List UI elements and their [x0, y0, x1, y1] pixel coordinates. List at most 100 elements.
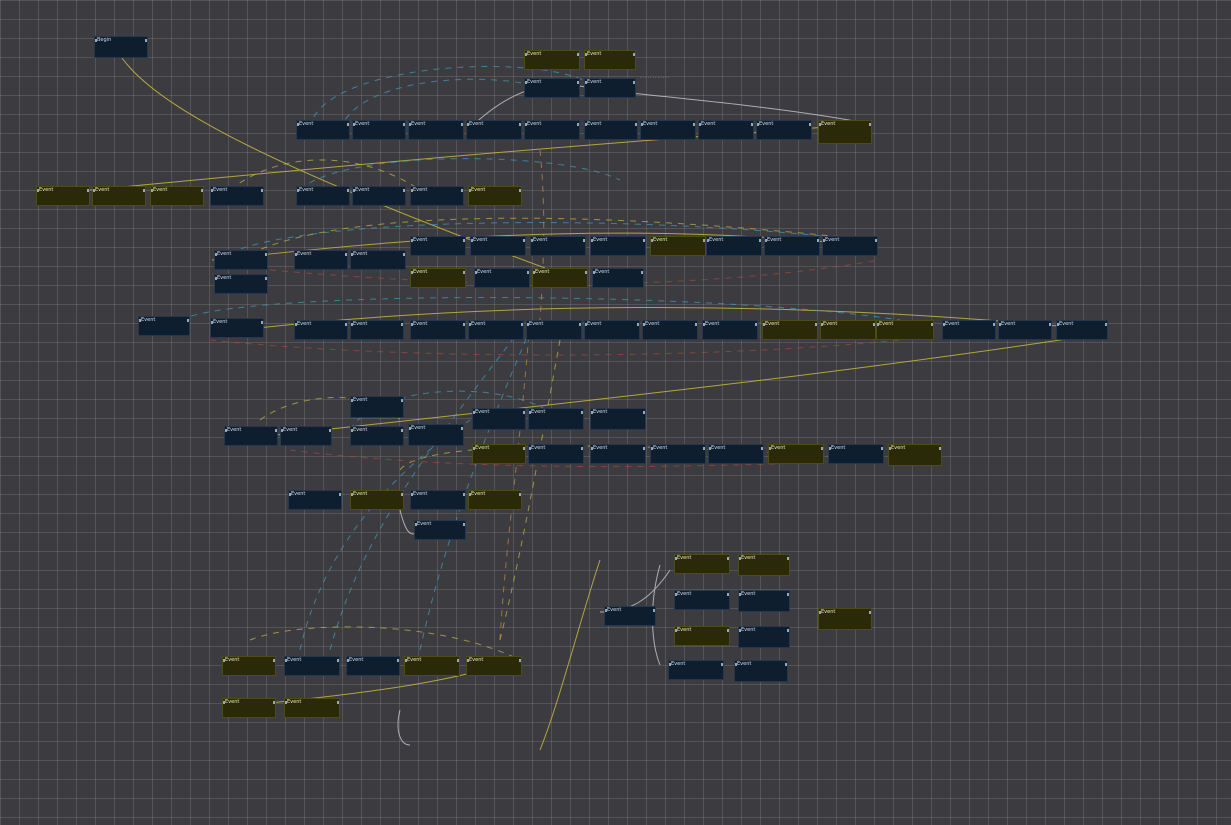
input-pin-icon[interactable] [411, 189, 413, 192]
input-pin-icon[interactable] [295, 323, 297, 326]
output-pin-icon[interactable] [401, 323, 403, 326]
graph-node[interactable]: Event [998, 320, 1052, 340]
graph-node[interactable]: Event [404, 656, 460, 676]
output-pin-icon[interactable] [931, 323, 933, 326]
graph-node[interactable]: Event [296, 186, 350, 206]
output-pin-icon[interactable] [581, 447, 583, 450]
output-pin-icon[interactable] [693, 123, 695, 126]
graph-node[interactable]: Event [738, 590, 790, 612]
input-pin-icon[interactable] [215, 277, 217, 280]
input-pin-icon[interactable] [469, 189, 471, 192]
input-pin-icon[interactable] [415, 523, 417, 526]
graph-node[interactable]: Event [528, 444, 584, 464]
graph-node[interactable]: Event [590, 444, 646, 464]
input-pin-icon[interactable] [823, 239, 825, 242]
input-pin-icon[interactable] [469, 323, 471, 326]
input-pin-icon[interactable] [409, 427, 411, 430]
input-pin-icon[interactable] [675, 593, 677, 596]
output-pin-icon[interactable] [641, 271, 643, 274]
input-pin-icon[interactable] [529, 411, 531, 414]
graph-node[interactable]: Event [674, 590, 730, 610]
input-pin-icon[interactable] [151, 189, 153, 192]
input-pin-icon[interactable] [281, 429, 283, 432]
input-pin-icon[interactable] [409, 123, 411, 126]
output-pin-icon[interactable] [521, 323, 523, 326]
output-pin-icon[interactable] [457, 659, 459, 662]
output-pin-icon[interactable] [727, 557, 729, 560]
input-pin-icon[interactable] [735, 663, 737, 666]
graph-node[interactable]: Event [410, 320, 466, 340]
graph-node[interactable]: Event [210, 186, 264, 206]
output-pin-icon[interactable] [523, 411, 525, 414]
output-pin-icon[interactable] [145, 39, 147, 42]
graph-node[interactable]: Event [822, 236, 878, 256]
input-pin-icon[interactable] [95, 39, 97, 42]
graph-node[interactable]: Event [466, 120, 522, 140]
output-pin-icon[interactable] [403, 123, 405, 126]
input-pin-icon[interactable] [763, 323, 765, 326]
output-pin-icon[interactable] [527, 271, 529, 274]
output-pin-icon[interactable] [397, 659, 399, 662]
input-pin-icon[interactable] [223, 659, 225, 662]
graph-node[interactable]: Event [470, 236, 526, 256]
output-pin-icon[interactable] [265, 277, 267, 280]
input-pin-icon[interactable] [591, 447, 593, 450]
output-pin-icon[interactable] [787, 593, 789, 596]
input-pin-icon[interactable] [669, 663, 671, 666]
output-pin-icon[interactable] [273, 659, 275, 662]
output-pin-icon[interactable] [463, 493, 465, 496]
graph-node[interactable]: Event [350, 250, 406, 270]
output-pin-icon[interactable] [785, 663, 787, 666]
graph-node[interactable]: Event [674, 554, 730, 574]
output-pin-icon[interactable] [721, 663, 723, 666]
input-pin-icon[interactable] [473, 447, 475, 450]
input-pin-icon[interactable] [703, 323, 705, 326]
graph-node[interactable]: Event [414, 520, 466, 540]
input-pin-icon[interactable] [1057, 323, 1059, 326]
graph-node[interactable]: Event [532, 268, 588, 288]
input-pin-icon[interactable] [351, 399, 353, 402]
output-pin-icon[interactable] [637, 323, 639, 326]
input-pin-icon[interactable] [675, 629, 677, 632]
graph-node[interactable]: Event [674, 626, 730, 646]
input-pin-icon[interactable] [215, 253, 217, 256]
input-pin-icon[interactable] [211, 189, 213, 192]
graph-node[interactable]: Event [294, 320, 348, 340]
output-pin-icon[interactable] [787, 629, 789, 632]
graph-node[interactable]: Event [640, 120, 696, 140]
graph-node[interactable]: Event [592, 268, 644, 288]
input-pin-icon[interactable] [943, 323, 945, 326]
graph-node[interactable]: Event [280, 426, 332, 446]
input-pin-icon[interactable] [469, 493, 471, 496]
input-pin-icon[interactable] [529, 447, 531, 450]
output-pin-icon[interactable] [727, 629, 729, 632]
graph-node[interactable]: Event [210, 318, 264, 338]
input-pin-icon[interactable] [819, 611, 821, 614]
graph-node[interactable]: Event [650, 236, 706, 256]
graph-node[interactable]: Event [410, 490, 466, 510]
input-pin-icon[interactable] [889, 447, 891, 450]
input-pin-icon[interactable] [757, 123, 759, 126]
input-pin-icon[interactable] [223, 701, 225, 704]
output-pin-icon[interactable] [869, 123, 871, 126]
input-pin-icon[interactable] [467, 123, 469, 126]
output-pin-icon[interactable] [261, 189, 263, 192]
graph-node[interactable]: Event [590, 236, 646, 256]
graph-node[interactable]: Event [284, 698, 340, 718]
input-pin-icon[interactable] [411, 493, 413, 496]
output-pin-icon[interactable] [579, 323, 581, 326]
graph-node[interactable]: Event [604, 606, 656, 626]
graph-node[interactable]: Event [138, 316, 190, 336]
graph-node[interactable]: Event [706, 236, 762, 256]
graph-node[interactable]: Event [530, 236, 586, 256]
input-pin-icon[interactable] [643, 323, 645, 326]
output-pin-icon[interactable] [585, 271, 587, 274]
input-pin-icon[interactable] [739, 629, 741, 632]
graph-node[interactable]: Event [474, 268, 530, 288]
graph-node[interactable]: Event [584, 320, 640, 340]
input-pin-icon[interactable] [285, 659, 287, 662]
output-pin-icon[interactable] [401, 429, 403, 432]
graph-node[interactable]: Event [408, 120, 464, 140]
graph-node[interactable]: Event [818, 608, 872, 630]
